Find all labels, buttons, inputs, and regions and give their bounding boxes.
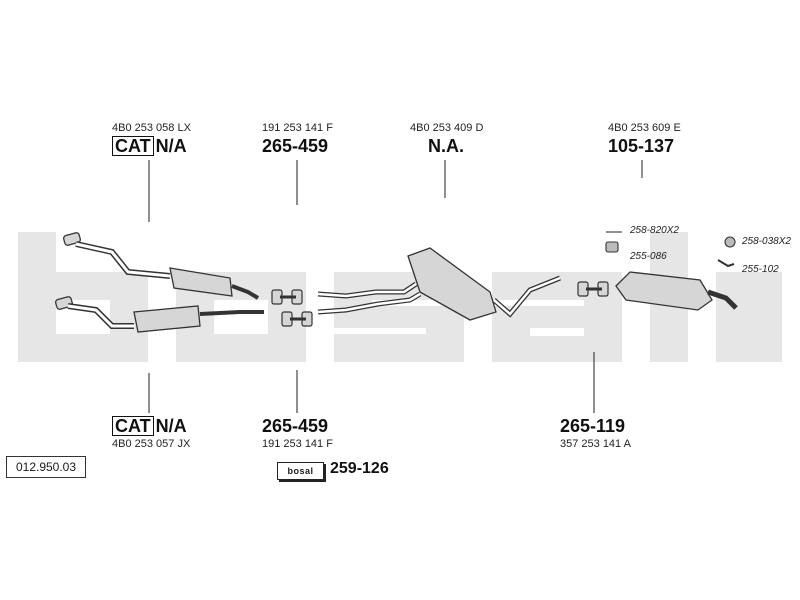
logo-part-number: 259-126 (330, 460, 389, 477)
oem-number-bottom-2: 191 253 141 F (262, 438, 333, 450)
accessory-label-2: 255-086 (630, 251, 667, 262)
rear-muffler (615, 271, 738, 311)
clamp-rear (577, 281, 609, 297)
oem-number-bottom-3: 357 253 141 A (560, 438, 631, 450)
clamp-upper (271, 289, 303, 305)
oem-number-top-4: 4B0 253 609 E (608, 122, 681, 134)
accessory-icons (605, 231, 736, 268)
diagram-reference-number: 012.950.03 (6, 456, 86, 478)
oem-number-top-2: 191 253 141 F (262, 122, 333, 134)
front-pipe-lower (55, 296, 264, 333)
accessory-label-3: 258-038X2 (742, 236, 791, 247)
bosal-logo: bosal (277, 462, 324, 480)
center-section (317, 247, 561, 321)
front-pipe-upper (63, 232, 260, 300)
oem-number-top-3: 4B0 253 409 D (410, 122, 484, 134)
accessory-label-1: 258-820X2 (630, 225, 679, 236)
accessory-label-4: 255-102 (742, 264, 779, 275)
cat-value-top: N/A (155, 136, 187, 156)
part-number-top-3: N.A. (428, 136, 464, 156)
part-number-bottom-2: 265-459 (262, 416, 329, 436)
cat-badge-bottom: CAT (112, 416, 154, 436)
cat-value-bottom: N/A (155, 416, 187, 436)
oem-number-top-1: 4B0 253 058 LX (112, 122, 191, 134)
clamp-lower (281, 311, 313, 327)
part-number-top-2: 265-459 (262, 136, 329, 156)
part-number-bottom-3: 265-119 (560, 416, 626, 436)
oem-number-bottom-1: 4B0 253 057 JX (112, 438, 191, 450)
part-number-top-4: 105-137 (608, 136, 675, 156)
cat-badge-top: CAT (112, 136, 154, 156)
